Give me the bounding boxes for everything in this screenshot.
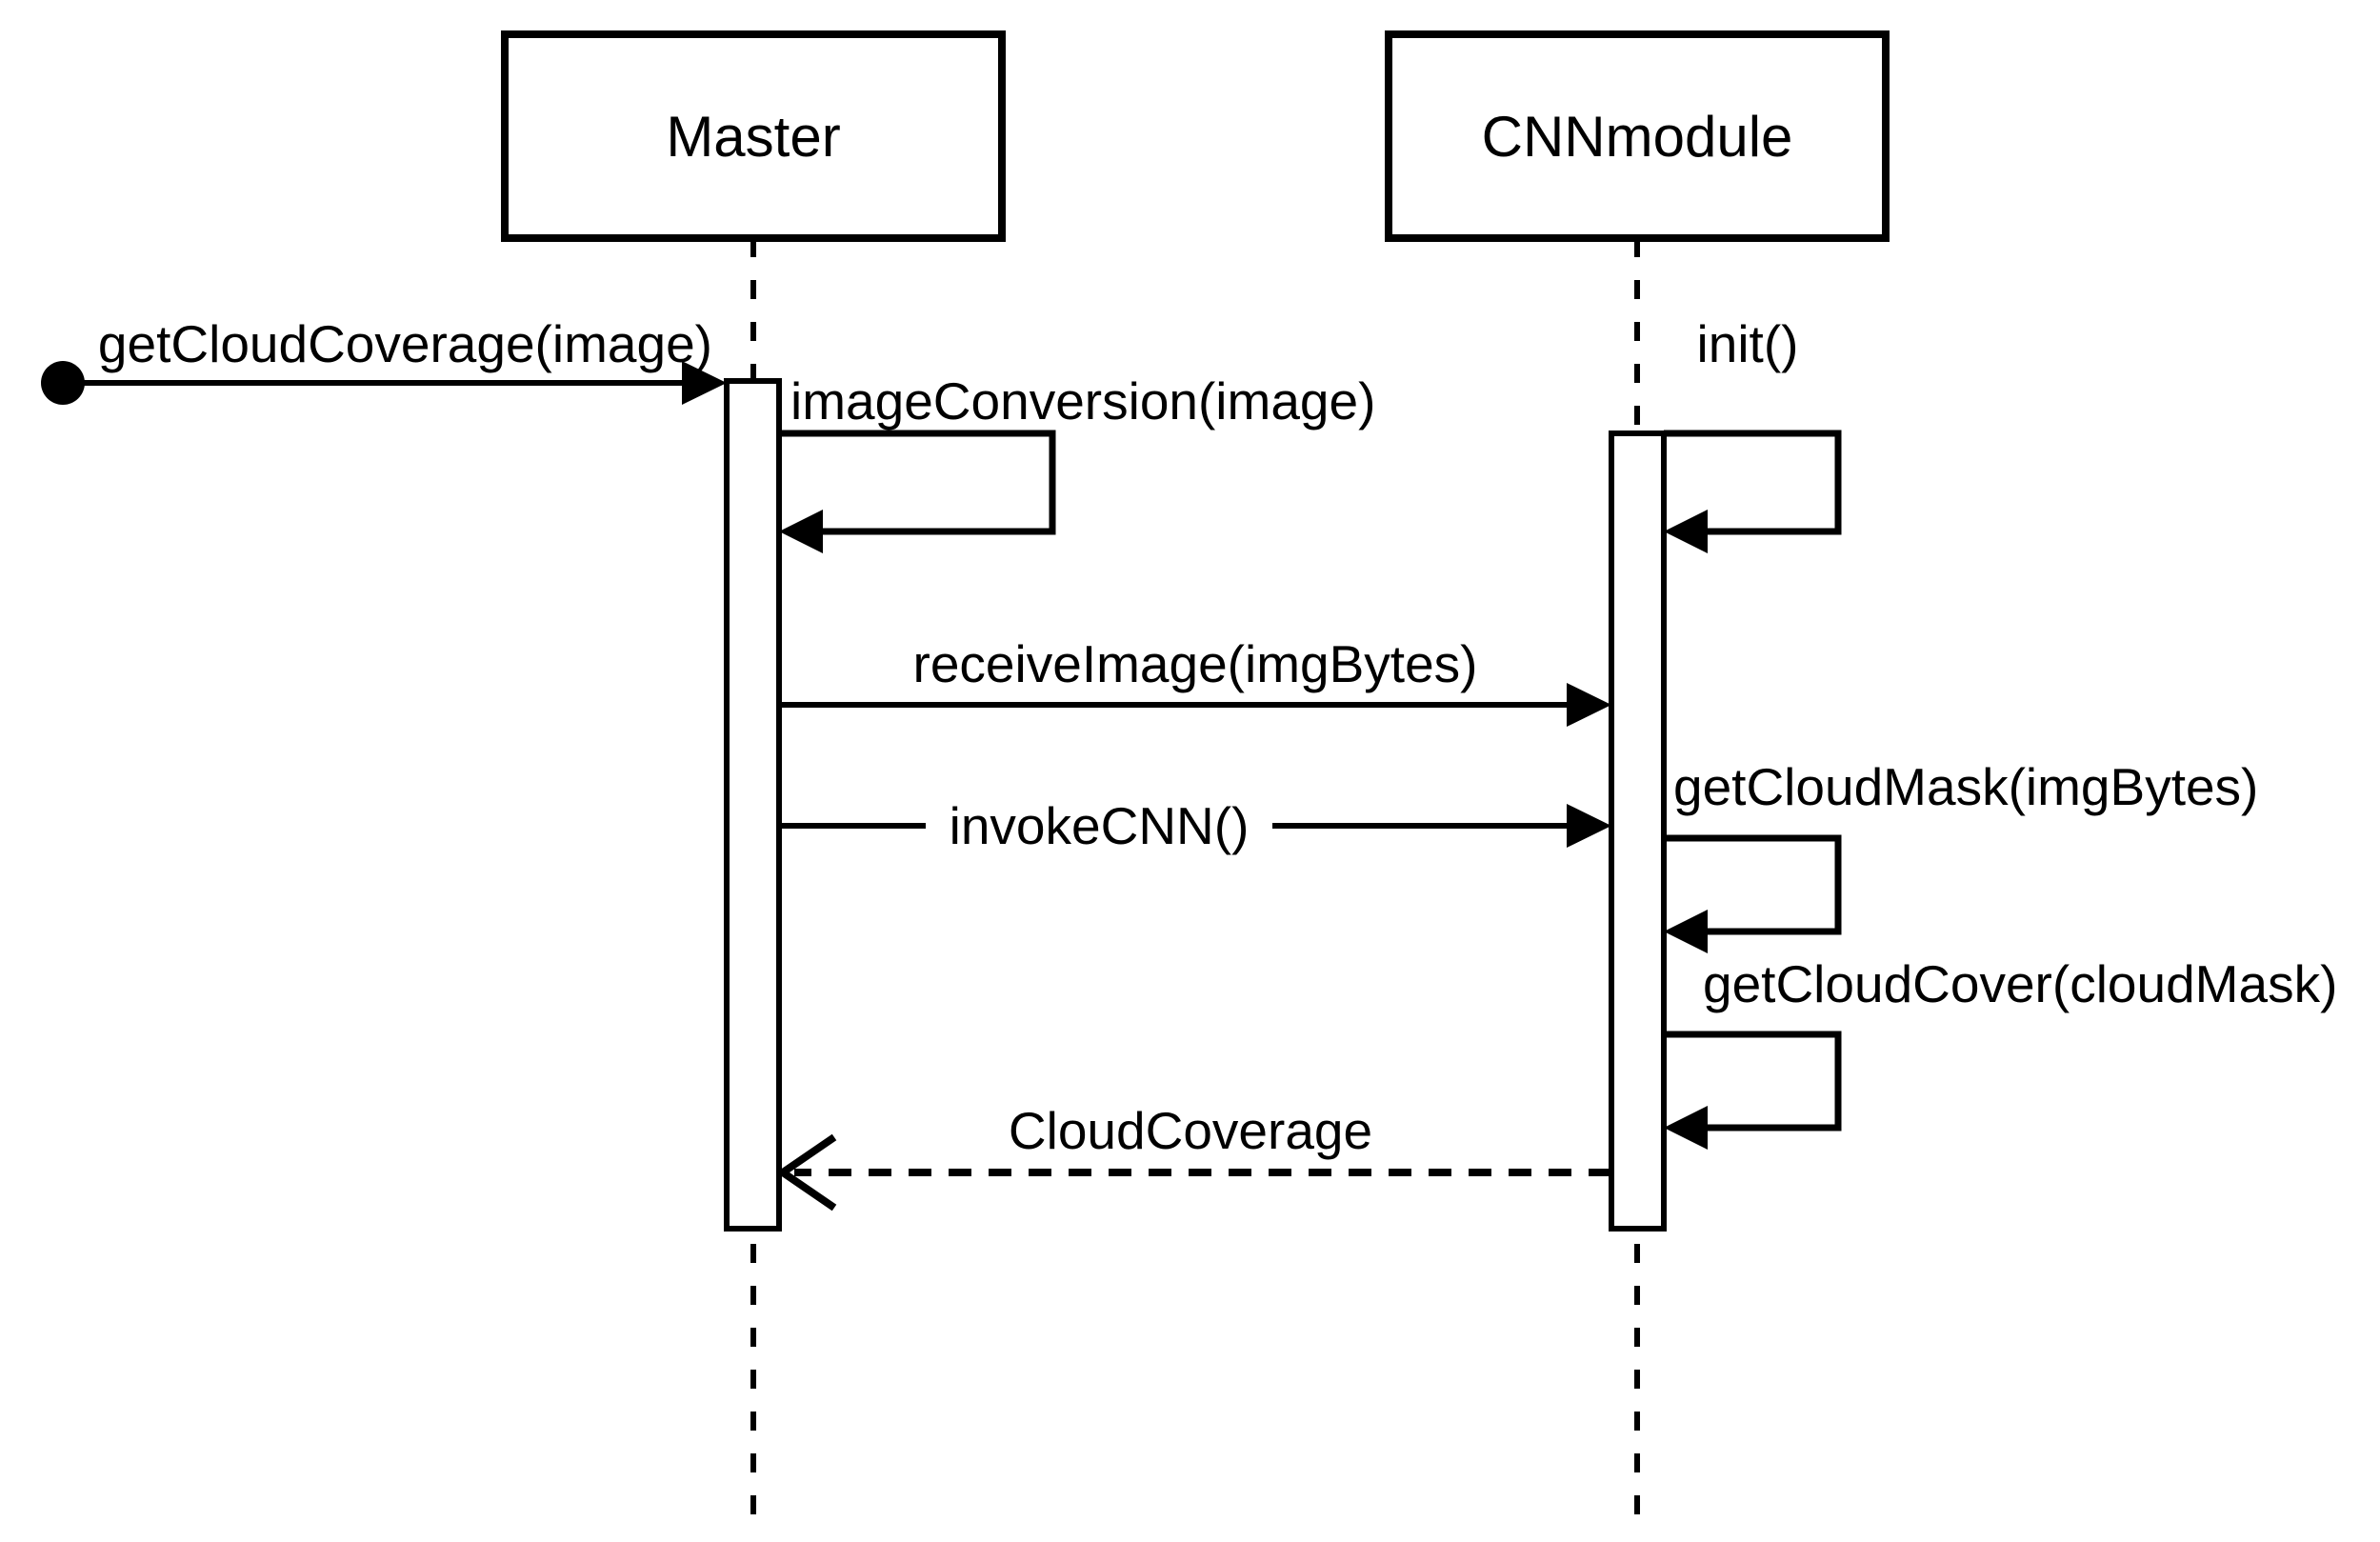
- self-call-image-conversion: [779, 430, 1056, 535]
- cnnmodule-activation-bar: [1609, 431, 1667, 1232]
- message-label-image-conversion: imageConversion(image): [790, 371, 1375, 431]
- start-node: [41, 361, 85, 405]
- message-label-invoke-cnn: invokeCNN(): [950, 796, 1250, 855]
- arrowhead-receive-image: [1567, 683, 1611, 727]
- arrowhead-get-cloud-mask-return: [1664, 910, 1708, 953]
- master-participant-box: [501, 30, 1006, 242]
- message-label-receive-image: receiveImage(imgBytes): [913, 634, 1478, 693]
- self-call-get-cloud-mask: [1664, 834, 1842, 935]
- cnnmodule-participant-box: [1385, 30, 1890, 242]
- message-label-cloud-coverage: CloudCoverage: [1009, 1101, 1372, 1160]
- message-label-invoke-cnn-mask: [926, 791, 1272, 861]
- arrowhead-image-conversion-return: [779, 510, 823, 553]
- arrowhead-get-cloud-coverage: [682, 361, 727, 405]
- arrowhead-init-return: [1664, 510, 1708, 553]
- master-participant-label: Master: [666, 105, 840, 169]
- message-label-get-cloud-mask: getCloudMask(imgBytes): [1673, 757, 2258, 816]
- message-label-init: init(): [1697, 314, 1799, 373]
- message-label-get-cloud-coverage: getCloudCoverage(image): [98, 314, 712, 373]
- self-call-init: [1664, 430, 1842, 535]
- arrowhead-get-cloud-cover-return: [1664, 1106, 1708, 1150]
- message-label-get-cloud-cover: getCloudCover(cloudMask): [1703, 954, 2337, 1013]
- self-call-get-cloud-cover: [1664, 1031, 1842, 1131]
- master-activation-bar: [724, 378, 782, 1232]
- arrowhead-cloud-coverage-return: [775, 1133, 837, 1212]
- arrowhead-invoke-cnn: [1567, 804, 1611, 848]
- cnnmodule-participant-label: CNNmodule: [1482, 105, 1793, 169]
